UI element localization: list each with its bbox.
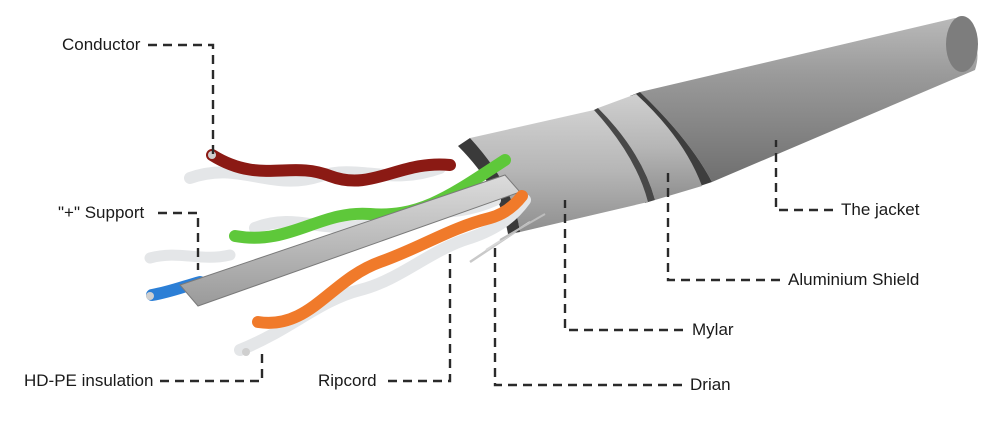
leader-conductor <box>148 43 215 158</box>
jacket-end-cap <box>946 16 978 72</box>
drain-wire-3 <box>499 213 546 241</box>
label-support: "+" Support <box>58 203 145 222</box>
leader-support <box>158 211 200 270</box>
jacket-body <box>640 18 978 182</box>
label-jacket: The jacket <box>841 200 920 219</box>
label-drian: Drian <box>690 375 731 394</box>
leader-hdpe <box>160 350 264 383</box>
pair-blue-white <box>144 249 236 264</box>
leader-mylar <box>563 200 683 332</box>
label-ripcord: Ripcord <box>318 371 377 390</box>
leader-ripcord <box>388 248 452 383</box>
label-aluminium-shield: Aluminium Shield <box>788 270 920 289</box>
aluminium-shield-body <box>598 94 702 200</box>
pair-green <box>229 154 511 244</box>
pair-brown <box>206 149 456 187</box>
pair-orange <box>252 190 528 329</box>
leader-aluminium <box>666 170 780 282</box>
label-mylar: Mylar <box>692 320 734 339</box>
label-hdpe-insulation: HD-PE insulation <box>24 371 154 390</box>
leader-drian <box>493 248 682 387</box>
leader-lines <box>148 43 833 387</box>
label-conductor: Conductor <box>62 35 141 54</box>
conductor-tip-orange <box>242 348 250 356</box>
jacket-cut-edge <box>630 92 712 186</box>
leader-jacket <box>774 140 833 212</box>
conductor-tip-blue <box>146 292 154 300</box>
